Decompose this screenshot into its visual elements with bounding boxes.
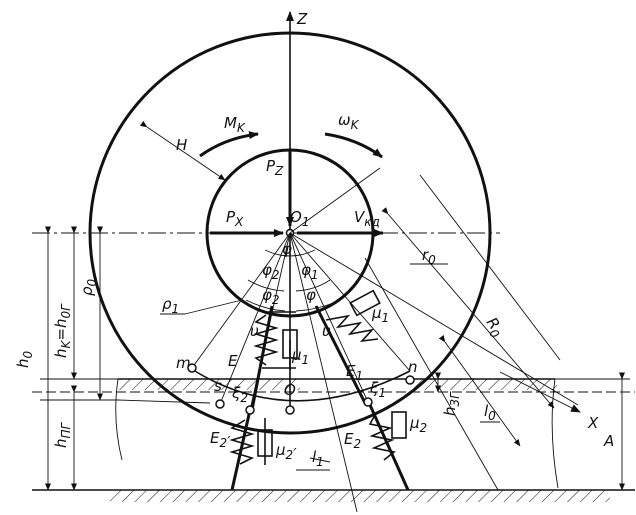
label-e2: E2 [344, 430, 361, 451]
label-mu1-left: μ1 [291, 346, 309, 367]
label-hk: hK=h0Г [52, 303, 73, 358]
label-xi2: ξ2 [231, 384, 248, 405]
label-h3g: h3Г [441, 391, 462, 416]
label-upsilon-right: υ [322, 322, 331, 340]
label-rho1: ρ1 [162, 295, 179, 316]
ray-to-xi1 [289, 232, 369, 403]
point-xi1 [363, 397, 373, 407]
soil-surface-hatch-right [412, 379, 557, 390]
label-h: H [176, 136, 187, 154]
label-omega-k: ωK [338, 111, 360, 132]
label-x: X [587, 414, 599, 432]
label-r0: r0 [422, 246, 436, 267]
soil-rut-bottom [117, 399, 211, 404]
mk-moment-arrow [199, 131, 259, 158]
label-R0: R0 [480, 314, 508, 341]
label-vkd: Vкд [354, 208, 380, 229]
l0-dim-line [438, 334, 521, 447]
label-n: n [408, 358, 418, 376]
r0-tangent-line [364, 257, 499, 491]
label-phi-top: φ [282, 240, 292, 258]
spring-e2p [229, 419, 255, 465]
phi2-arc [247, 279, 285, 292]
label-hpg: hПГ [52, 421, 73, 448]
label-m: m [176, 354, 191, 372]
label-phi1: φ1 [301, 261, 319, 282]
label-phi-lower: φ [306, 286, 316, 304]
label-mu1-right: μ1 [371, 304, 389, 325]
spring-e1-right [325, 314, 379, 343]
soil-right-break [551, 378, 559, 489]
soil-element-right-rod [368, 404, 410, 491]
point-o [285, 405, 295, 415]
label-e1: E1 [346, 362, 363, 383]
phi1-arc [295, 279, 331, 292]
point-s [215, 399, 225, 409]
label-z: Z [296, 10, 308, 28]
label-rho0: ρ0 [78, 278, 99, 296]
label-xi1: ξ1 [369, 379, 386, 400]
ray-to-s [219, 232, 291, 405]
tire-element-left-rod [250, 305, 274, 411]
label-mu2p: μ2′ [275, 441, 297, 463]
spring-e-left [253, 314, 279, 366]
hard-base-hatch [110, 490, 610, 502]
label-phi2-upper: φ2 [262, 261, 280, 282]
spring-e2 [368, 414, 396, 461]
h-dimension-line [139, 120, 226, 181]
tire-element-right-rod [314, 305, 368, 406]
label-mk: MK [224, 114, 246, 135]
label-e2p: E2′ [210, 429, 231, 451]
label-phi2-lower: φ2 [262, 286, 280, 307]
omega-k-arrow [324, 132, 383, 159]
label-o: O [284, 381, 296, 399]
damper-mu1-right [349, 289, 381, 317]
point-m [187, 363, 197, 373]
contact-arc [189, 367, 411, 402]
label-pz: PZ [266, 157, 284, 178]
label-o1: O1 [290, 208, 309, 229]
ray-l1 [289, 232, 358, 513]
label-upsilon-left: υ [250, 322, 259, 340]
label-mu2: μ2 [409, 414, 427, 435]
label-e-left: E [228, 352, 238, 370]
label-l0: l0 [484, 402, 496, 423]
label-px: PX [226, 208, 244, 229]
point-n [405, 375, 415, 385]
ray-upper-right [289, 167, 381, 234]
phi2-arc-lower [245, 299, 286, 312]
damper-mu2 [391, 411, 407, 439]
point-xi2 [245, 405, 255, 415]
soil-surface-hatch [118, 379, 300, 390]
phi-arc-top [264, 249, 316, 257]
x-axis [499, 371, 581, 413]
label-a: A [603, 432, 614, 450]
label-h0: h0 [14, 350, 35, 368]
soil-left-break [115, 378, 123, 461]
R0-dim-line [381, 207, 555, 409]
label-s: s [214, 377, 222, 395]
label-l1: l1 [312, 448, 324, 469]
